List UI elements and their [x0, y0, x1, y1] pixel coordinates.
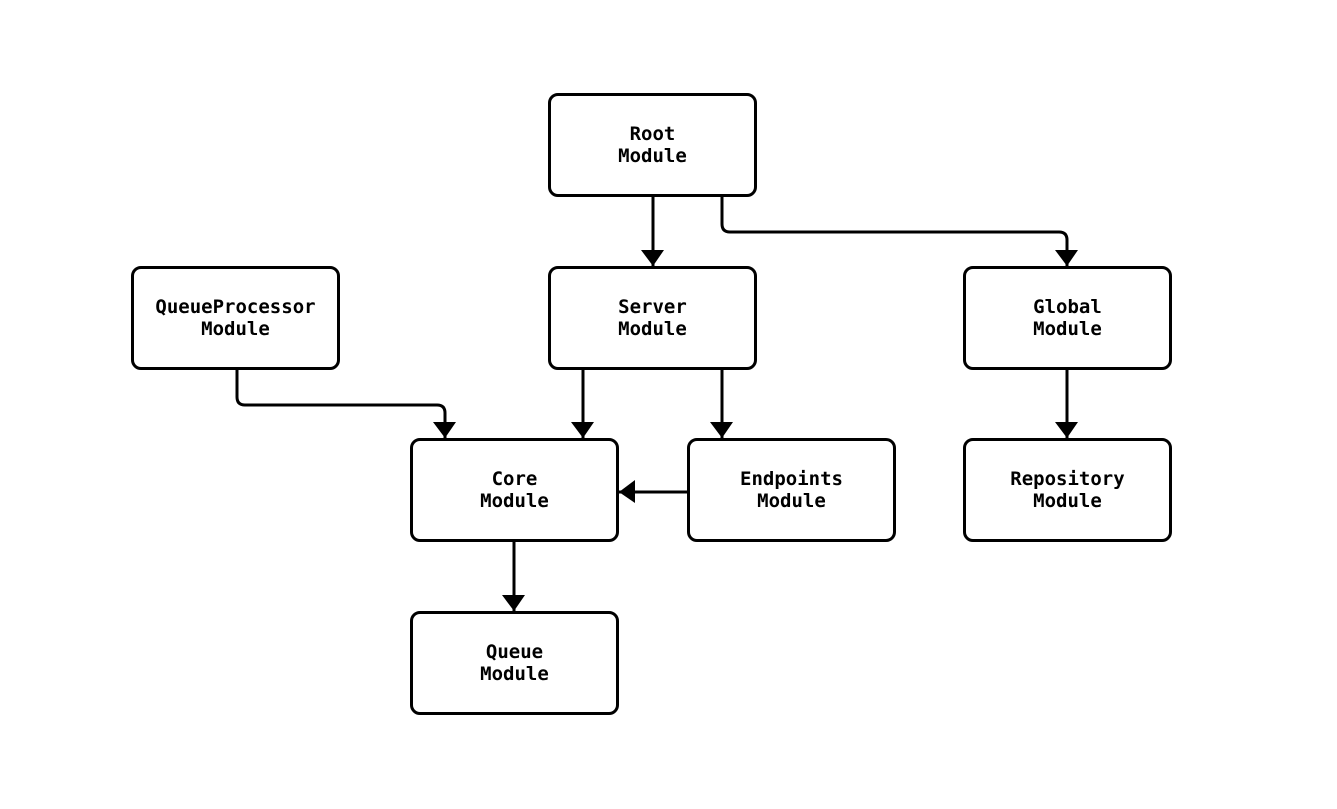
edge-queueprocessor-module-to-core-module	[235, 370, 456, 438]
edge-root-module-to-global-module	[720, 197, 1078, 266]
